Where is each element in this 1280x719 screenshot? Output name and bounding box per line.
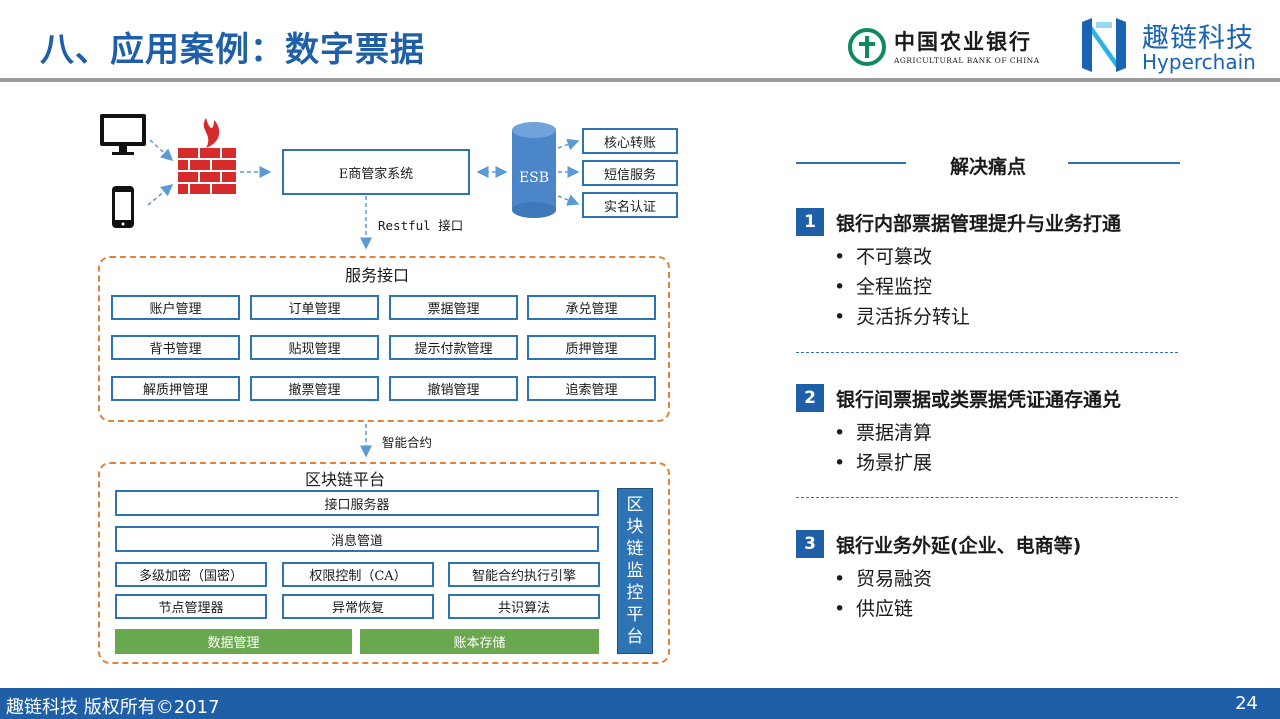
bullet-item: 灵活拆分转让 <box>834 302 970 332</box>
page-number: 24 <box>1235 693 1258 714</box>
hyperchain-logo: 趣链科技 Hyperchain <box>1078 14 1268 76</box>
abc-logo: 中国农业银行 AGRICULTURAL BANK OF CHINA <box>848 26 1048 70</box>
blockchain-platform-title: 区块链平台 <box>305 470 386 489</box>
phone-icon <box>112 186 134 228</box>
page-title: 八、应用案例：数字票据 <box>40 30 425 70</box>
bullet-item: 不可篡改 <box>834 242 970 272</box>
service-interface-title: 服务接口 <box>345 266 410 285</box>
hyperchain-icon <box>1082 18 1126 72</box>
monitor-char: 平 <box>626 605 644 625</box>
monitor-icon <box>100 114 146 155</box>
footer-bar: 趣链科技 版权所有©2017 24 <box>0 688 1280 719</box>
abc-emblem-icon <box>848 28 886 66</box>
esb-service-sms: 短信服务 <box>582 160 678 186</box>
panel-header-rule-left <box>796 162 906 164</box>
ledger-storage-bar: 账本存储 <box>360 629 599 654</box>
pain-point-number: 2 <box>796 384 824 412</box>
arrow-esb-realname <box>557 194 580 206</box>
service-order: 订单管理 <box>250 295 379 320</box>
pain-point-title: 银行间票据或类票据凭证通存通兑 <box>836 389 1122 411</box>
esb-label: ESB <box>519 170 549 186</box>
pain-points-panel: 解决痛点 1 银行内部票据管理提升与业务打通 不可篡改 全程监控 灵活拆分转让 … <box>796 140 1180 640</box>
pain-point-title: 银行内部票据管理提升与业务打通 <box>836 213 1122 235</box>
monitor-char: 链 <box>626 539 644 559</box>
service-acceptance: 承兑管理 <box>527 295 656 320</box>
pain-point-3: 3 银行业务外延(企业、电商等) 贸易融资 供应链 <box>796 530 1180 630</box>
panel-header-rule-right <box>1068 162 1180 164</box>
section-divider <box>796 352 1178 353</box>
bullet-item: 贸易融资 <box>834 564 932 594</box>
diagram-connectors: ESB <box>100 114 580 458</box>
monitor-char: 区 <box>626 495 644 515</box>
consensus-node: 共识算法 <box>448 594 600 619</box>
bullet-item: 场景扩展 <box>834 448 932 478</box>
blockchain-platform-box <box>98 462 670 664</box>
abc-logo-name-cn: 中国农业银行 <box>894 29 1032 54</box>
service-bill: 票据管理 <box>389 295 518 320</box>
section-divider <box>796 497 1178 498</box>
service-pledge: 质押管理 <box>527 335 656 360</box>
header-divider <box>0 78 1280 82</box>
access-control-node: 权限控制（CA） <box>282 562 434 587</box>
pain-point-2: 2 银行间票据或类票据凭证通存通兑 票据清算 场景扩展 <box>796 384 1180 484</box>
service-withdraw-bill: 撤票管理 <box>250 376 379 401</box>
architecture-diagram: ESB E商管家系统 核心转账 短信服务 实名认证 Restful 接口 服务接… <box>98 114 678 664</box>
esb-service-core-transfer: 核心转账 <box>582 128 678 154</box>
bullet-item: 票据清算 <box>834 418 932 448</box>
bullet-item: 供应链 <box>834 594 932 624</box>
service-discount: 贴现管理 <box>250 335 379 360</box>
message-pipe-node: 消息管道 <box>115 526 599 552</box>
contract-engine-node: 智能合约执行引擎 <box>448 562 600 587</box>
arrow-monitor-firewall <box>149 139 174 162</box>
abc-logo-name-en: AGRICULTURAL BANK OF CHINA <box>894 56 1040 65</box>
esb-cylinder <box>512 122 556 218</box>
service-endorsement: 背书管理 <box>111 335 240 360</box>
pain-point-bullets: 贸易融资 供应链 <box>834 564 932 624</box>
monitor-char: 监 <box>626 561 644 581</box>
esb-service-realname: 实名认证 <box>582 192 678 218</box>
service-interface-box <box>98 256 670 422</box>
panel-title: 解决痛点 <box>949 156 1026 178</box>
blockchain-monitor-platform: 区 块 链 监 控 平 台 <box>617 488 653 654</box>
hyperchain-logo-name-cn: 趣链科技 <box>1142 23 1254 54</box>
pain-point-bullets: 票据清算 场景扩展 <box>834 418 932 478</box>
service-unpledge: 解质押管理 <box>111 376 240 401</box>
emall-system-node: E商管家系统 <box>282 149 470 195</box>
smart-contract-label: 智能合约 <box>382 435 433 450</box>
interface-server-node: 接口服务器 <box>115 490 599 516</box>
service-payment-prompt: 提示付款管理 <box>389 335 518 360</box>
monitor-char: 控 <box>626 583 644 603</box>
node-manager-node: 节点管理器 <box>115 594 267 619</box>
pain-point-1: 1 银行内部票据管理提升与业务打通 不可篡改 全程监控 灵活拆分转让 <box>796 208 1180 328</box>
service-account: 账户管理 <box>111 295 240 320</box>
footer-copyright: 趣链科技 版权所有©2017 <box>6 697 220 718</box>
service-recourse: 追索管理 <box>527 376 656 401</box>
firewall-icon <box>178 118 236 194</box>
bullet-item: 全程监控 <box>834 272 970 302</box>
service-revoke: 撤销管理 <box>389 376 518 401</box>
panel-header: 解决痛点 <box>796 148 1180 178</box>
data-management-bar: 数据管理 <box>115 629 352 654</box>
exception-recovery-node: 异常恢复 <box>282 594 434 619</box>
pain-point-title: 银行业务外延(企业、电商等) <box>836 535 1082 557</box>
arrow-phone-firewall <box>147 184 174 206</box>
hyperchain-logo-name-en: Hyperchain <box>1142 50 1256 74</box>
arrow-esb-transfer <box>557 138 580 151</box>
monitor-char: 块 <box>626 517 644 537</box>
monitor-char: 台 <box>626 627 644 647</box>
multi-level-encryption-node: 多级加密（国密） <box>115 562 267 587</box>
pain-point-bullets: 不可篡改 全程监控 灵活拆分转让 <box>834 242 970 332</box>
pain-point-number: 3 <box>796 530 824 558</box>
pain-point-number: 1 <box>796 208 824 236</box>
restful-label: Restful 接口 <box>378 218 464 233</box>
